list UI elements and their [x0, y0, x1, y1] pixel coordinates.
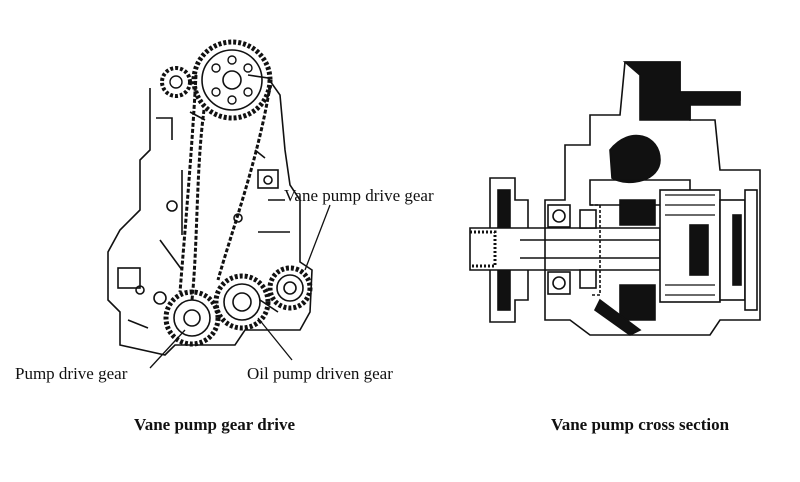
vane-pump-drive-gear-label: Vane pump drive gear	[284, 186, 434, 205]
bearing-right	[579, 209, 597, 229]
timing-chain	[178, 74, 272, 301]
pump-drive-gear-label: Pump drive gear	[15, 364, 128, 383]
engine-block-outline	[107, 74, 313, 356]
drive-shaft	[469, 227, 661, 271]
leader-lines	[149, 204, 331, 369]
right-figure-caption: Vane pump cross section	[551, 415, 730, 434]
oil-pump-driven-gear-label: Oil pump driven gear	[247, 364, 393, 383]
left-figure-caption: Vane pump gear drive	[134, 415, 296, 434]
cam-sprockets	[160, 39, 273, 121]
gear-train	[163, 265, 313, 347]
bearing-left	[547, 204, 571, 228]
